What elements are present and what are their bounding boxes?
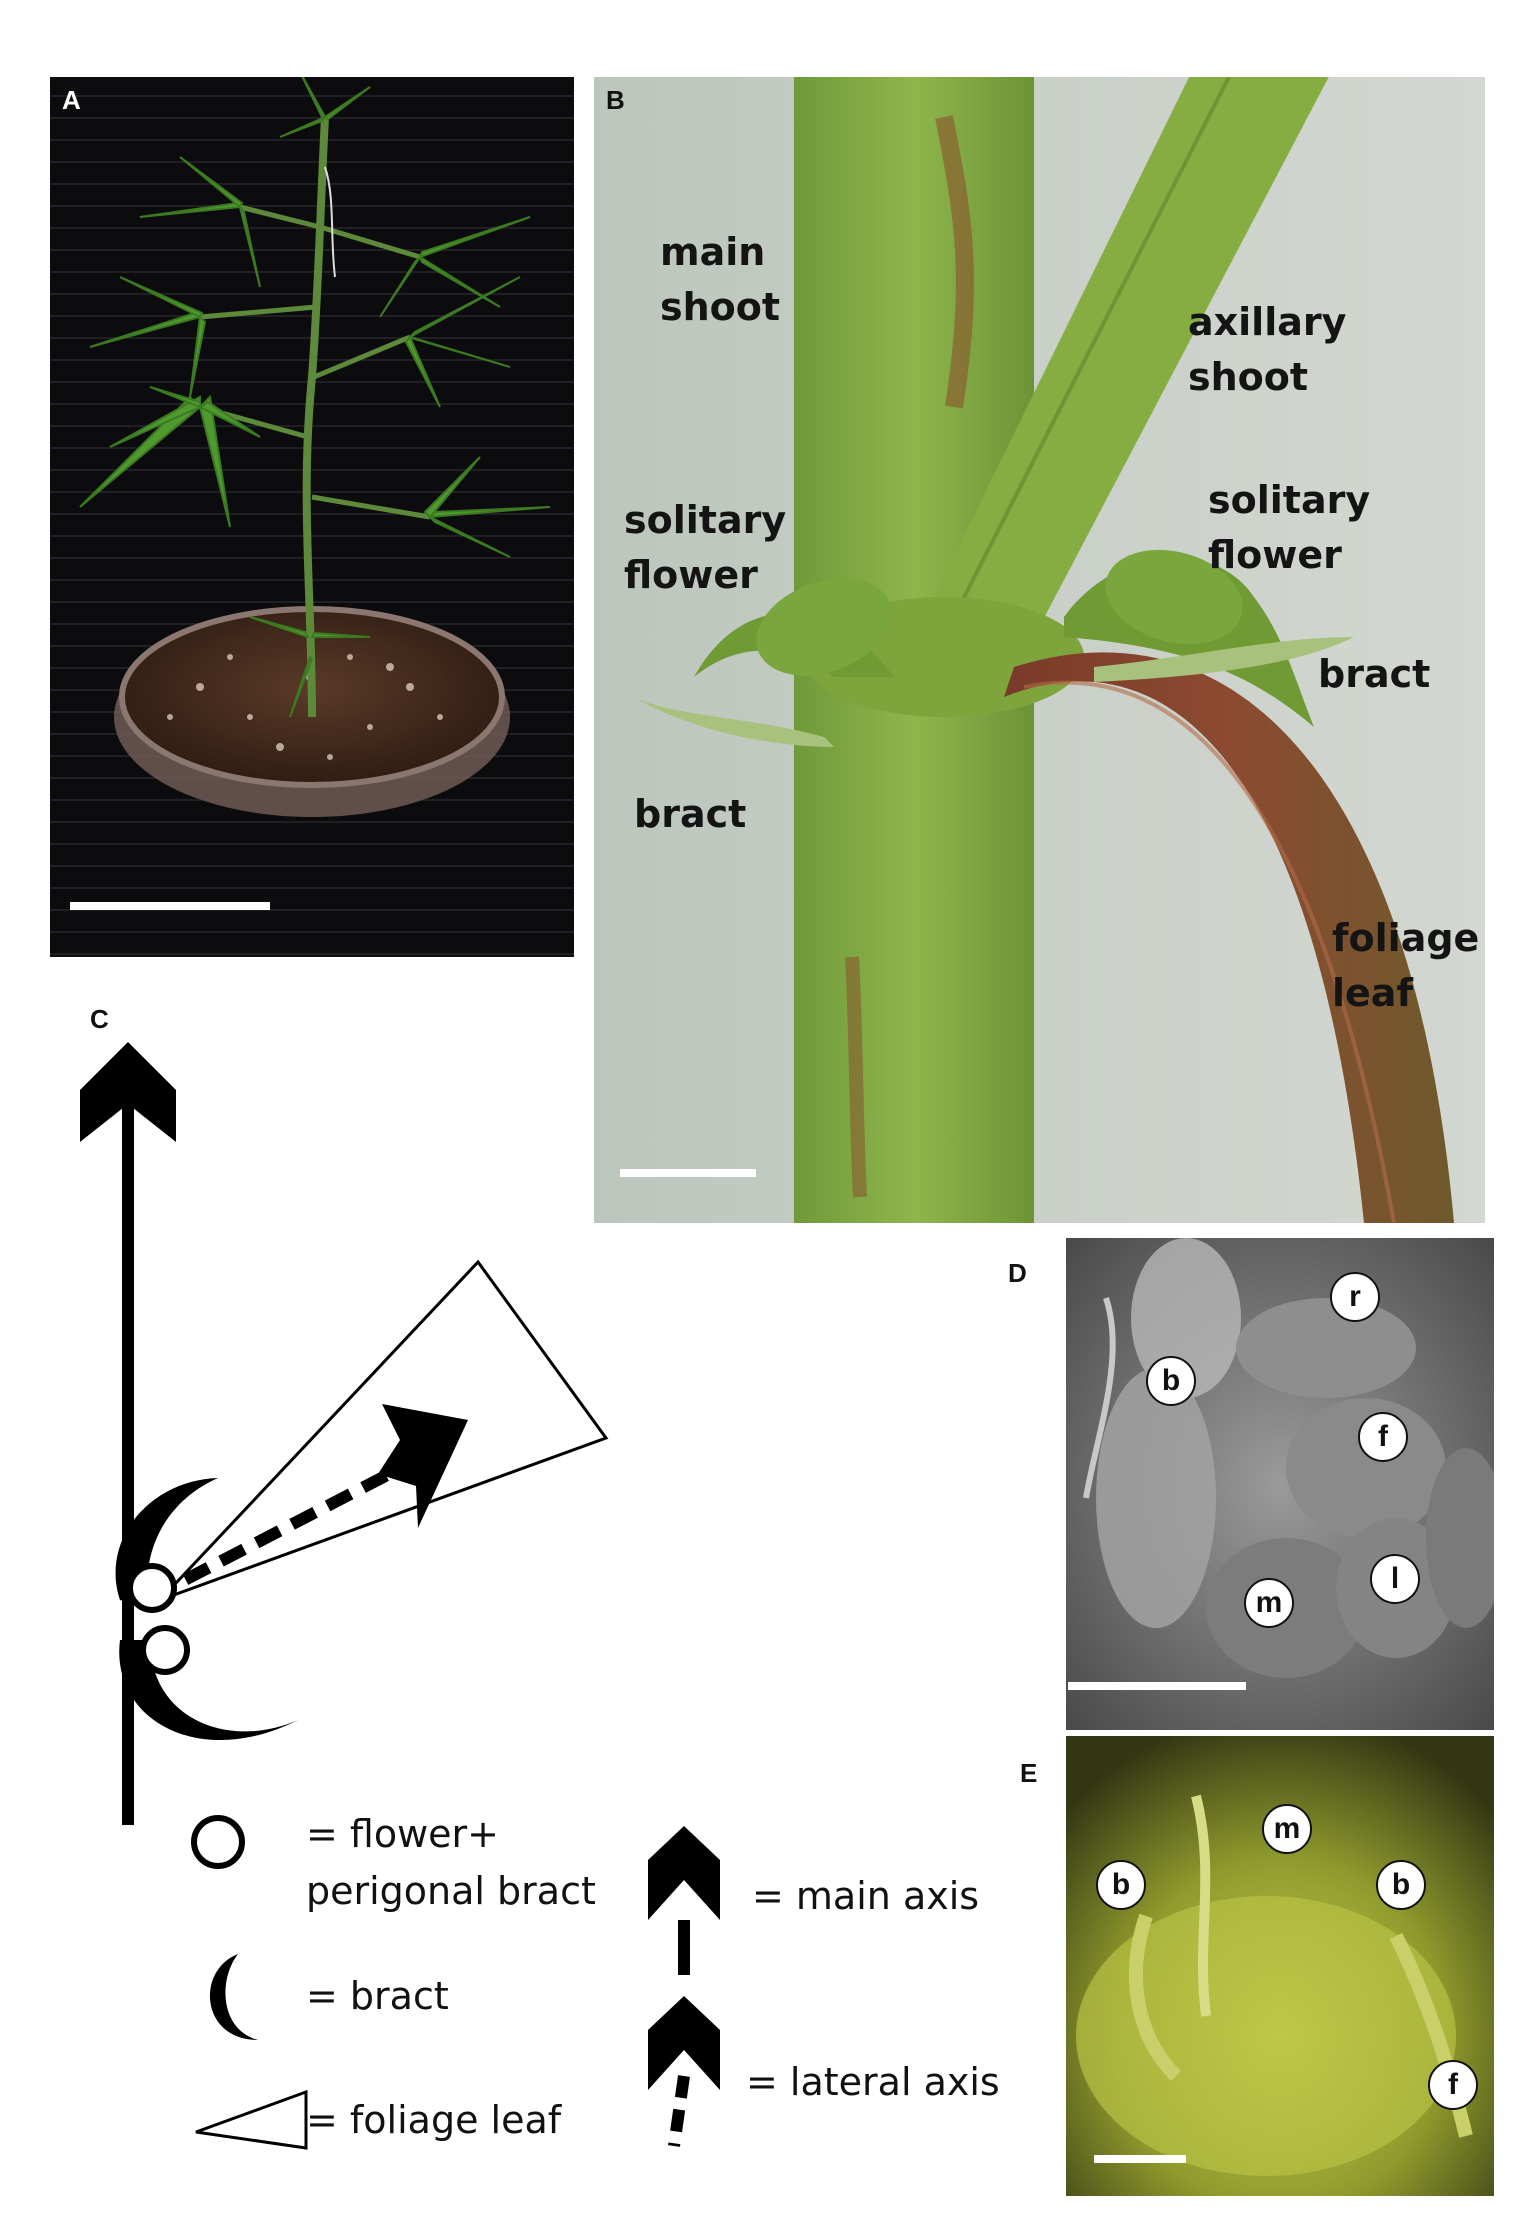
panel-b-shoot-photo: B main shoot axillary shoot solitary flo… (594, 77, 1485, 1223)
label-solitary-flower-right: solitary flower (1208, 478, 1371, 578)
label-solitary-flower-left: solitary flower (624, 498, 787, 598)
panel-e-letter: E (1020, 1758, 1038, 1788)
scale-bar-e (1094, 2155, 1186, 2163)
panel-a-letter: A (62, 85, 81, 115)
lateral-axis-line (147, 1452, 423, 1604)
flower-symbol-lower (140, 1625, 190, 1675)
sem-marker-m: m (1244, 1578, 1294, 1628)
label-axillary-shoot: axillary shoot (1188, 300, 1347, 400)
flower-symbol-upper (127, 1563, 177, 1613)
bract-symbol-upper (115, 1478, 218, 1610)
label-foliage-leaf: foliage leaf (1332, 916, 1480, 1016)
micrograph-marker-m: m (1262, 1804, 1312, 1854)
legend-flower-text: = flower+ perigonal bract (306, 1812, 596, 1913)
panel-e-micrograph: m b b f (1066, 1736, 1494, 2196)
label-bract-left: bract (634, 792, 747, 836)
legend-main-axis-text: = main axis (752, 1874, 980, 1918)
legend-bract-icon (209, 1954, 258, 2040)
sem-marker-l: l (1370, 1554, 1420, 1604)
panel-b-letter: B (606, 85, 625, 115)
legend-lateral-axis-text: = lateral axis (746, 2060, 1000, 2104)
micrograph-marker-f: f (1428, 2060, 1478, 2110)
lateral-axis-arrowhead (378, 1404, 468, 1528)
bract-symbol-lower (119, 1640, 298, 1741)
legend-foliage-leaf-icon (195, 2089, 308, 2150)
shoot-photo-illustration (594, 77, 1485, 1223)
panel-a-plant-photo: A (50, 77, 574, 957)
sem-marker-r: r (1330, 1272, 1380, 1322)
scale-bar-d (1068, 1682, 1246, 1690)
legend-bract-text: = bract (306, 1974, 449, 2018)
legend-flower-icon (191, 1815, 245, 1869)
scale-bar-b (620, 1169, 756, 1177)
main-axis-arrowhead (80, 1042, 176, 1142)
legend-lateral-axis-icon (668, 2075, 690, 2147)
plant-photo-illustration (50, 77, 574, 957)
foliage-leaf-symbol (158, 1259, 609, 1602)
panel-d-sem-image: r b f m l (1066, 1238, 1494, 1730)
legend-foliage-leaf-text: = foliage leaf (306, 2098, 562, 2142)
label-main-shoot: main shoot (660, 230, 781, 330)
sem-marker-f: f (1358, 1412, 1408, 1462)
scale-bar-a (70, 902, 270, 910)
sem-illustration (1066, 1238, 1494, 1730)
micrograph-marker-b-left: b (1096, 1860, 1146, 1910)
micrograph-marker-b-right: b (1376, 1860, 1426, 1910)
label-bract-right: bract (1318, 652, 1431, 696)
panel-d-letter: D (1008, 1258, 1027, 1288)
sem-marker-b: b (1146, 1356, 1196, 1406)
panel-c-letter: C (90, 1004, 109, 1034)
